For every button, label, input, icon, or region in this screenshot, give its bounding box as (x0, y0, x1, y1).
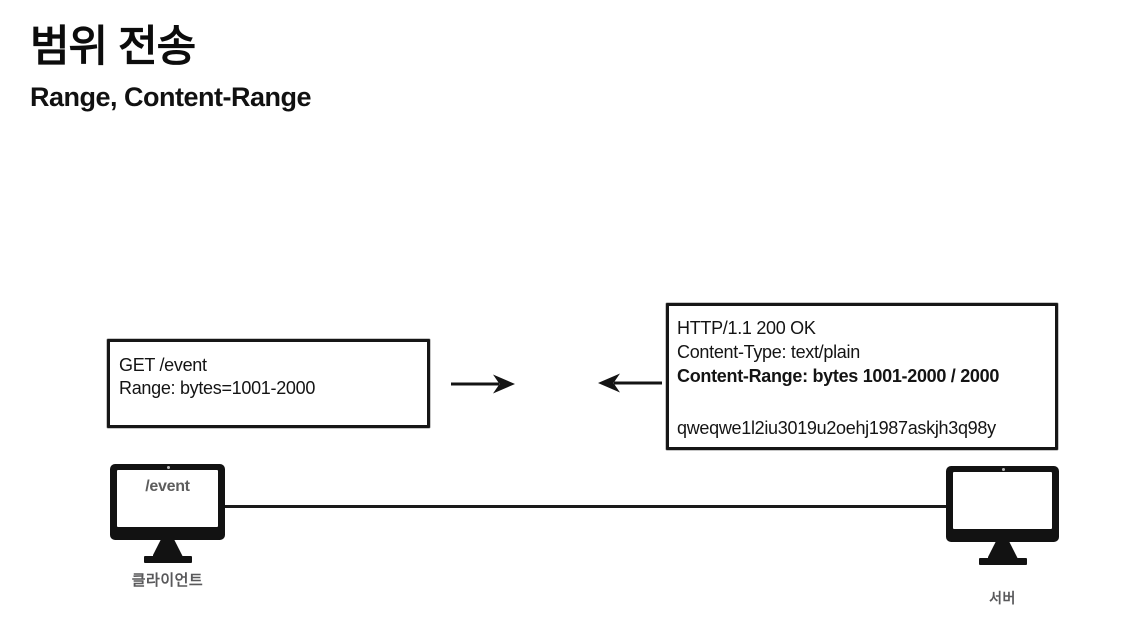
monitor-stand (987, 542, 1018, 558)
page-subtitle: Range, Content-Range (30, 82, 312, 112)
response-body-payload: qweqwe1l2iu3019u2oehj1987askjh3q98y (677, 418, 996, 438)
arrow-right-icon (451, 374, 515, 394)
monitor-stand (152, 540, 183, 556)
camera-dot-icon (1001, 468, 1005, 471)
response-line-status: HTTP/1.1 200 OK (677, 318, 816, 338)
server-monitor-screen (953, 472, 1052, 529)
page-title: 범위 전송 (30, 23, 196, 71)
request-line-range-header: Range: bytes=1001-2000 (119, 378, 316, 398)
network-connection-line (224, 505, 947, 508)
monitor-base (143, 556, 192, 563)
request-message-box: GET /event Range: bytes=1001-2000 (107, 339, 430, 428)
server-desktop-monitor-icon (946, 466, 1059, 565)
server-caption: 서버 (989, 590, 1016, 606)
response-line-content-type: Content-Type: text/plain (677, 342, 860, 362)
client-caption: 클라이언트 (131, 572, 204, 589)
response-blank-line (677, 388, 1047, 416)
response-message-box: HTTP/1.1 200 OK Content-Type: text/plain… (666, 303, 1058, 450)
client-monitor-screen: /event (117, 470, 218, 527)
client-screen-label: /event (145, 478, 190, 495)
monitor-frame (946, 466, 1059, 542)
response-line-content-range: Content-Range: bytes 1001-2000 / 2000 (677, 366, 1000, 386)
client-desktop-monitor-icon: /event (110, 464, 225, 563)
monitor-frame: /event (110, 464, 225, 540)
camera-dot-icon (166, 466, 170, 469)
arrow-left-icon (598, 373, 662, 393)
monitor-base (978, 558, 1027, 565)
request-line-method: GET /event (119, 355, 207, 375)
